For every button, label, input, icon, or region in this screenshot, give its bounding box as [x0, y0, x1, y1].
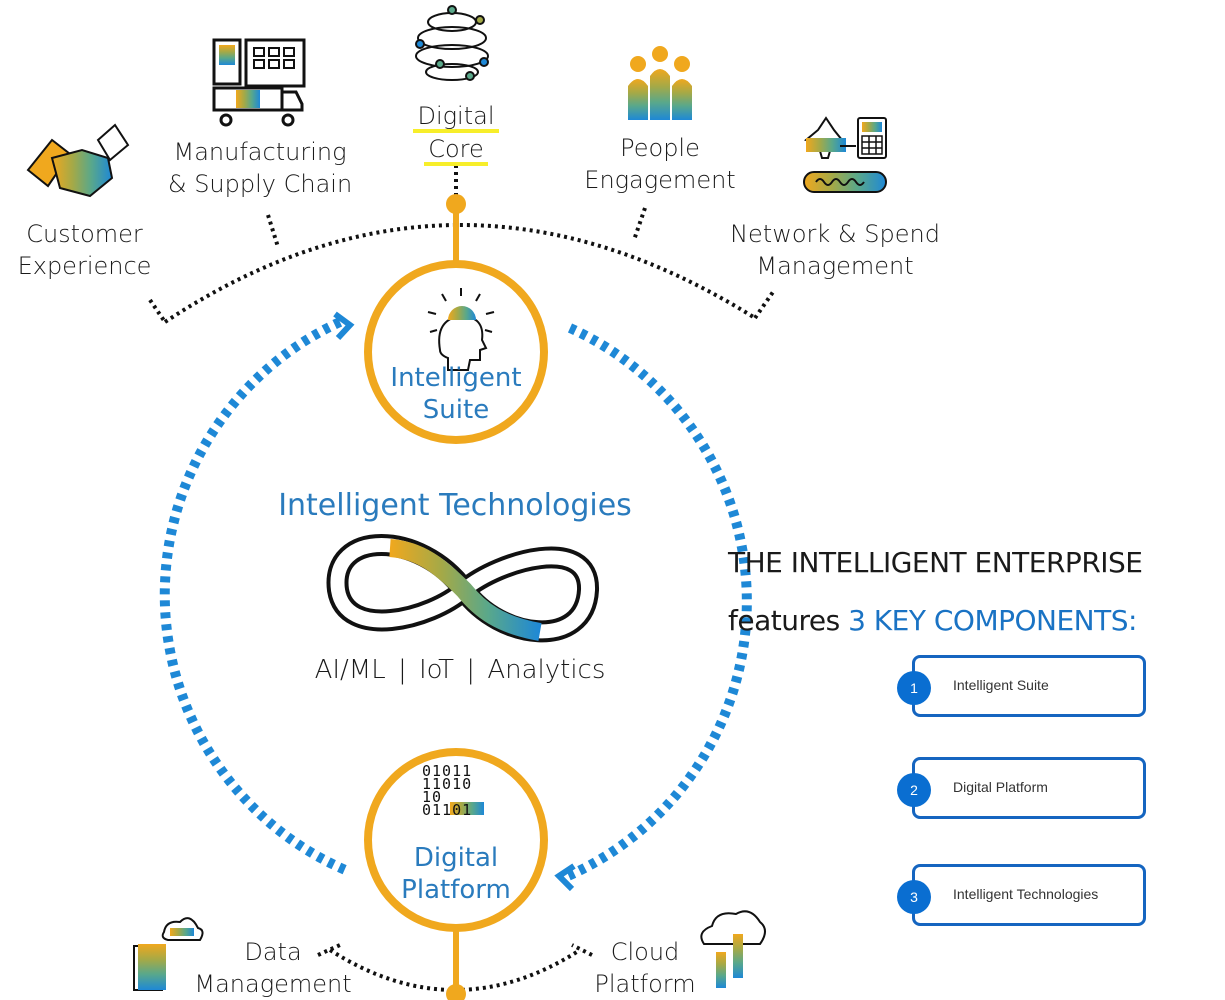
manufacturing-label: Manufacturing & Supply Chain	[160, 136, 360, 200]
network-spend-label: Network & Spend Management	[725, 218, 945, 282]
people-engagement-label: People Engagement	[580, 132, 740, 196]
arrow-left-icon	[554, 863, 576, 892]
platform-line2: Platform	[401, 875, 511, 905]
people-line1: People	[620, 134, 700, 162]
component-label: Intelligent Technologies	[953, 886, 1099, 902]
data-management-icon	[133, 917, 204, 991]
people-line2: Engagement	[584, 166, 736, 194]
head-icon	[427, 288, 495, 371]
platform-line1: Digital	[413, 843, 499, 873]
technologies-caption: AI/ML | IoT | Analytics	[314, 655, 606, 685]
binary-bar-icon	[450, 802, 484, 815]
digital-core-line2: Core	[424, 136, 488, 166]
component-number-badge: 2	[897, 773, 931, 807]
binary-row-1: 01011	[422, 762, 473, 780]
handshake-icon	[26, 123, 130, 198]
component-number-badge: 1	[897, 671, 931, 705]
cloud-platform-icon	[700, 910, 766, 988]
intelligent-technologies-title: Intelligent Technologies	[278, 488, 632, 523]
customer-experience-label: Customer Experience	[12, 218, 157, 282]
manufacturing-line2: & Supply Chain	[167, 170, 353, 198]
component-card-intelligent-suite: 1 Intelligent Suite	[897, 655, 1146, 717]
digital-platform-label: Digital Platform	[376, 842, 536, 906]
digital-core-line1: Digital	[413, 103, 499, 133]
cloud-line2: Platform	[594, 970, 696, 998]
suite-line1: Intelligent	[390, 363, 522, 393]
component-card-intelligent-technologies: 3 Intelligent Technologies	[897, 864, 1146, 926]
binary-code-icon: 01011 11010 10 01101	[422, 762, 492, 819]
component-number-badge: 3	[897, 880, 931, 914]
network-spend-icon	[803, 116, 887, 193]
headline-line1: THE INTELLIGENT ENTERPRISE	[728, 546, 1143, 579]
headline-line2: features 3 KEY COMPONENTS:	[728, 604, 1137, 637]
blue-cycle-ring	[159, 311, 752, 892]
data-management-label: Data Management	[180, 936, 366, 1000]
digital-core-label: Digital Core	[396, 100, 516, 166]
headline-prefix: features	[728, 604, 849, 637]
suite-line2: Suite	[422, 395, 490, 425]
component-card-digital-platform: 2 Digital Platform	[897, 757, 1146, 819]
manufacturing-line1: Manufacturing	[173, 138, 347, 166]
infinity-loop-icon	[326, 534, 599, 643]
cloud-platform-label: Cloud Platform	[582, 936, 708, 1000]
customer-experience-line1: Customer	[26, 220, 143, 248]
people-engagement-icon	[628, 46, 692, 120]
intelligent-suite-label: Intelligent Suite	[376, 362, 536, 426]
component-label: Digital Platform	[953, 779, 1048, 795]
orange-spine	[446, 194, 466, 1000]
network-line1: Network & Spend	[730, 220, 940, 248]
data-mgmt-line1: Data	[244, 938, 302, 966]
headline-accent: 3 KEY COMPONENTS:	[848, 604, 1137, 637]
component-label: Intelligent Suite	[953, 677, 1049, 693]
data-mgmt-line2: Management	[194, 970, 352, 998]
digital-platform-circle	[364, 748, 548, 932]
cloud-line1: Cloud	[610, 938, 680, 966]
factory-truck-icon	[212, 38, 306, 127]
arrow-right-icon	[333, 311, 355, 341]
binary-row-4: 01101	[422, 801, 473, 819]
binary-row-3: 10	[422, 788, 443, 806]
network-line2: Management	[756, 252, 914, 280]
customer-experience-line2: Experience	[17, 252, 152, 280]
digital-core-orbit-icon	[415, 5, 489, 81]
binary-row-2: 11010	[422, 775, 473, 793]
